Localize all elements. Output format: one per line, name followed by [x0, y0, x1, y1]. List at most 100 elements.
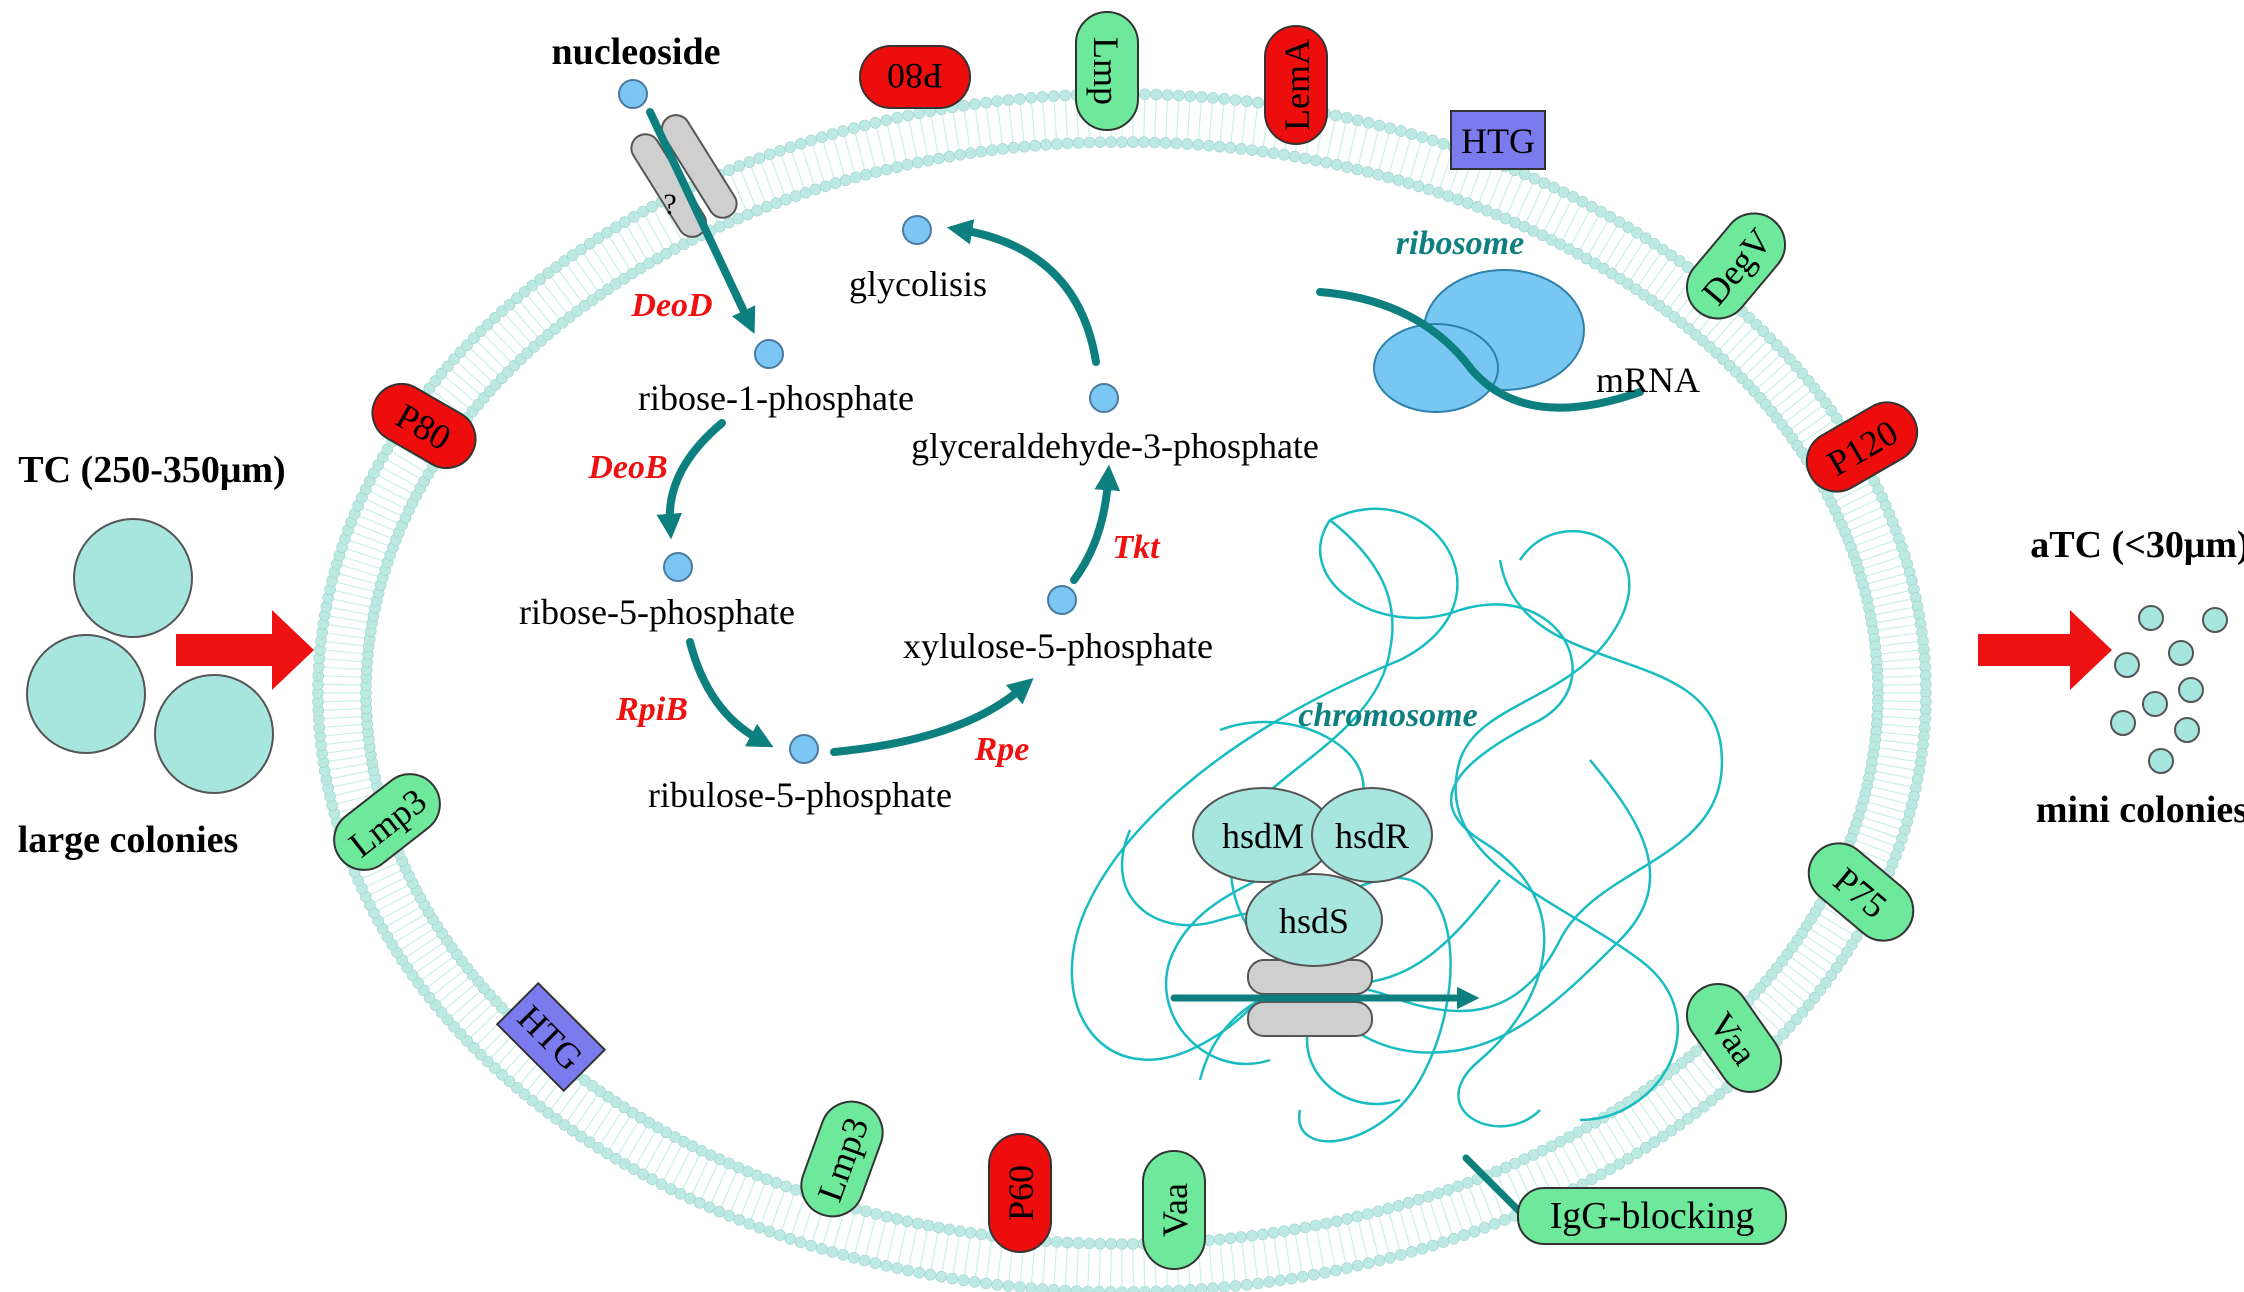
- lipid-tail: [1859, 540, 1894, 554]
- lipid-tail: [1786, 964, 1816, 988]
- lipid-head: [1330, 158, 1343, 171]
- lipid-head: [753, 1222, 766, 1234]
- igg-connector-line: [1462, 1154, 1526, 1218]
- lipid-tail: [324, 683, 361, 686]
- lipid-head: [1288, 150, 1301, 163]
- mini-colonies-caption: mini colonies: [2036, 789, 2244, 831]
- lipid-head: [968, 98, 981, 110]
- lipid-head: [954, 149, 966, 161]
- lipid-tail: [324, 700, 361, 703]
- lipid-head: [1025, 1282, 1037, 1292]
- lipid-tail: [822, 142, 835, 178]
- lipid-head: [1461, 1177, 1474, 1189]
- lipid-tail: [1630, 1106, 1652, 1138]
- lipid-tail: [363, 507, 397, 524]
- lipid-head: [1362, 117, 1375, 129]
- lipid-head: [1170, 137, 1183, 150]
- lipid-head: [1263, 1276, 1276, 1288]
- lipid-tail: [1219, 104, 1225, 141]
- lipid-tail: [1478, 1184, 1494, 1219]
- lipid-head: [1362, 1208, 1374, 1220]
- lipid-tail: [1368, 1219, 1379, 1255]
- lipid-tail: [1881, 641, 1918, 647]
- membrane-protein-vaa: Vaa: [1142, 1150, 1206, 1270]
- mini-colony: [2142, 691, 2168, 717]
- lipid-tail: [1358, 1222, 1368, 1258]
- lipid-head: [550, 1113, 563, 1125]
- lipid-tail: [1874, 598, 1911, 608]
- lipid-tail: [1775, 978, 1805, 1002]
- lipid-tail: [833, 1211, 845, 1247]
- mrna-strand: [1316, 288, 1644, 412]
- lipid-tail: [1535, 192, 1552, 226]
- lipid-head: [1104, 1286, 1117, 1292]
- nucleoside-transporter: [630, 114, 738, 238]
- lipid-tail: [1378, 1217, 1390, 1253]
- lipid-tail: [791, 1198, 805, 1234]
- lipid-tail: [1877, 615, 1914, 623]
- lipid-head: [1595, 205, 1607, 218]
- lipid-head: [784, 141, 797, 153]
- lipid-head: [1468, 1225, 1481, 1238]
- lipid-tail: [919, 1231, 928, 1267]
- lipid-tail: [1526, 188, 1543, 222]
- lipid-head: [1416, 131, 1428, 143]
- lipid-head: [1330, 1215, 1343, 1228]
- lipid-tail: [520, 302, 545, 331]
- lipid-head: [1402, 1197, 1415, 1209]
- lipid-tail: [654, 211, 673, 244]
- lipid-tail: [1877, 763, 1914, 771]
- lipid-tail: [406, 936, 438, 958]
- lipid-head: [1195, 1283, 1208, 1292]
- lipid-tail: [1882, 658, 1919, 663]
- lipid-head: [1452, 1180, 1464, 1193]
- membrane-protein-label: Vaa: [1155, 1183, 1195, 1237]
- lipid-head: [1405, 1246, 1418, 1258]
- lipid-tail: [1042, 102, 1047, 139]
- lipid-head: [980, 96, 992, 109]
- lipid-head: [1059, 1284, 1071, 1292]
- lipid-tail: [952, 1237, 960, 1273]
- lipid-head: [869, 1257, 882, 1269]
- lipid-head: [550, 261, 563, 273]
- lipid-head: [1319, 1266, 1331, 1279]
- lipid-head: [911, 1217, 924, 1230]
- lipid-tail: [458, 362, 486, 388]
- membrane-protein-label: HTG: [1461, 121, 1535, 161]
- lipid-tail: [1758, 998, 1786, 1024]
- lipid-tail: [1796, 950, 1827, 973]
- lipid-head: [566, 1124, 579, 1137]
- lipid-tail: [1866, 809, 1902, 821]
- lipid-head: [901, 1215, 914, 1228]
- deob-enzyme: DeoB: [587, 449, 667, 486]
- lipid-tail: [1786, 398, 1816, 422]
- lipid-tail: [609, 1117, 630, 1149]
- lipid-head: [627, 211, 640, 223]
- hsdm-label: hsdM: [1222, 816, 1304, 856]
- lipid-tail: [1720, 321, 1746, 350]
- lipid-tail: [1087, 1249, 1090, 1286]
- lipid-tail: [1571, 211, 1590, 244]
- lipid-tail: [721, 1172, 737, 1207]
- lipid-head: [839, 174, 852, 186]
- lipid-tail: [328, 747, 364, 754]
- lipid-tail: [1008, 105, 1014, 142]
- lipid-head: [1648, 1136, 1661, 1148]
- lipid-tail: [833, 139, 845, 175]
- lipid-tail: [1622, 242, 1644, 274]
- lipid-tail: [1076, 1249, 1079, 1286]
- lipid-head: [1920, 678, 1932, 691]
- lipid-head: [1285, 1272, 1298, 1285]
- lipid-head: [1392, 1200, 1405, 1212]
- lipid-tail: [1880, 747, 1916, 754]
- lipid-tail: [730, 1176, 746, 1211]
- membrane-protein-shape: [1807, 842, 1915, 942]
- lipid-head: [610, 221, 622, 234]
- lipid-tail: [330, 615, 367, 623]
- lipid-head: [902, 1264, 914, 1277]
- lipid-tail: [791, 152, 805, 188]
- membrane-protein-lmp: Lmp: [1075, 11, 1139, 131]
- lipid-tail: [1252, 108, 1258, 145]
- lipid-head: [1229, 94, 1242, 106]
- lipid-tail: [1843, 499, 1877, 516]
